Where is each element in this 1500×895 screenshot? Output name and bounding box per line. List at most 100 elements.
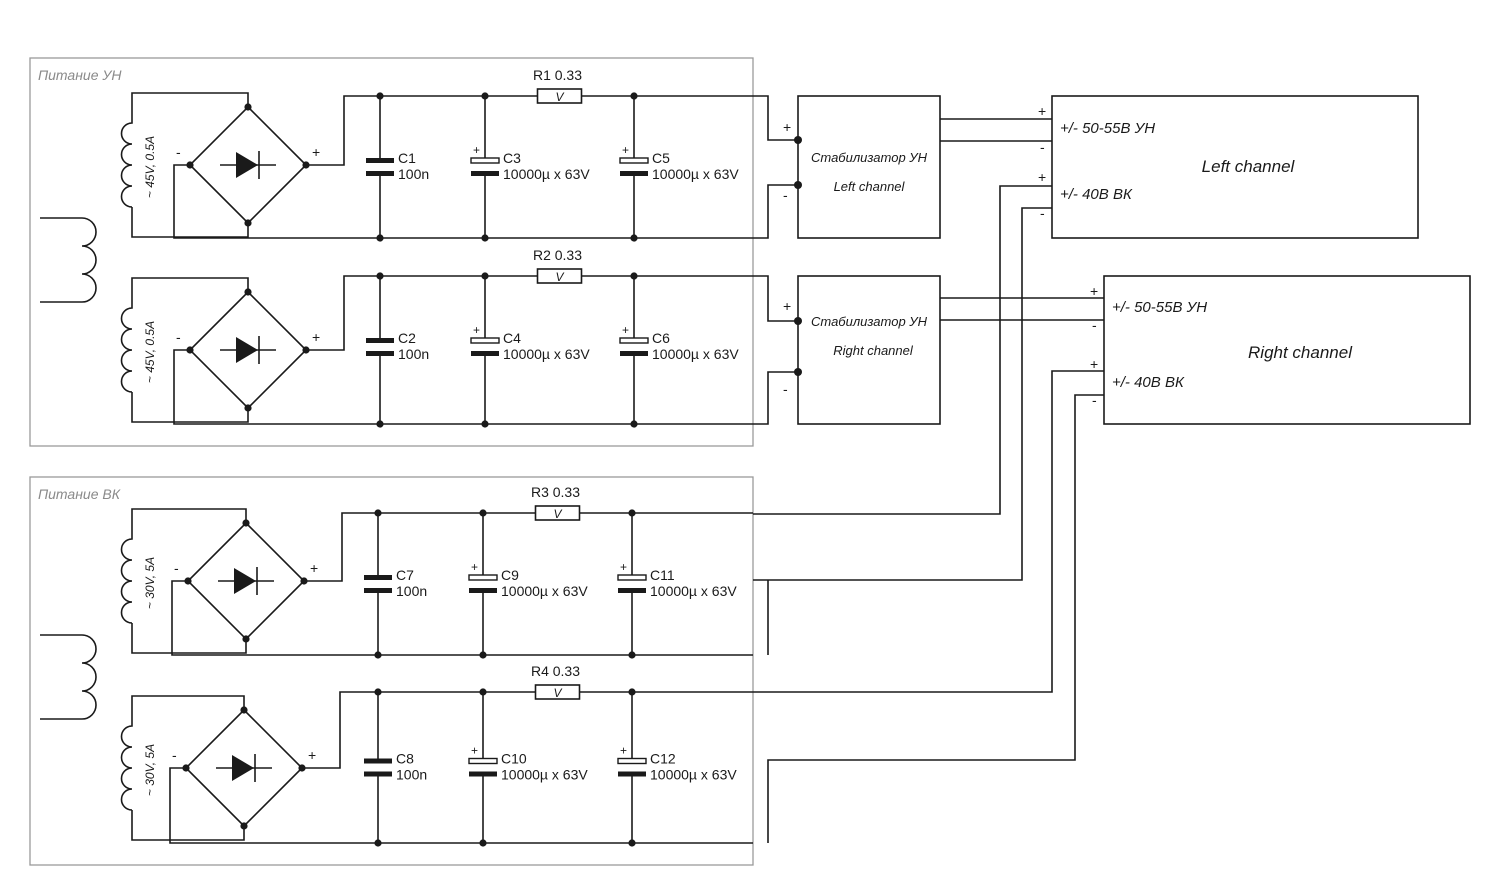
resistor [534,505,581,521]
wire-top-rail [304,512,753,582]
secondary-winding [120,708,133,811]
resistor-label: R4 0.33 [531,663,580,679]
junction-dot [244,103,252,111]
junction-dot [244,288,252,296]
junction-dot [794,317,802,325]
left-channel-block [1051,95,1419,239]
wire-stab-right-minus [753,371,798,425]
transformer-primary-un [40,217,97,303]
wire-bottom-rail [171,580,753,656]
capacitor-value: 100n [396,767,427,783]
cap-plate [366,158,394,163]
terminal-minus: - [1040,205,1045,221]
winding-rating: ~ 30V, 5A [143,744,157,796]
capacitor-name: C2 [398,330,416,346]
wire-winding-top [131,277,249,292]
wire-winding-bottom [131,810,245,841]
bridge-plus-label: + [312,144,320,160]
stabilizer-right-minus: - [783,381,788,397]
bridge-minus-label: - [176,329,181,345]
cap-plate [468,574,498,581]
resistor-symbol: V [555,90,564,104]
wire-winding-top [131,92,249,107]
cap-polarity-label: + [473,323,480,337]
wire-winding-bottom [131,207,249,238]
capacitor-name: C10 [501,751,527,767]
wire-vk-left-minus [753,207,1052,581]
resistor-label: R1 0.33 [533,67,582,83]
stabilizer-right-block [797,275,941,425]
junction-dot [240,706,248,714]
capacitor-value: 10000µ x 63V [652,166,739,182]
secondary-winding [120,105,133,208]
bridge-minus-label: - [176,144,181,160]
resistor-label: R3 0.33 [531,484,580,500]
wire-vk-right-minus [767,394,1104,843]
winding-rating: ~ 45V, 0.5A [143,136,157,198]
capacitor-value: 100n [398,346,429,362]
cap-plate [620,351,648,356]
cap-plate [617,574,647,581]
cap-plate [364,575,392,580]
junction-dot [794,181,802,189]
junction-dot [242,519,250,527]
resistor [536,268,583,284]
terminal-minus: - [1092,317,1097,333]
stabilizer-left-channel: Left channel [834,179,906,194]
cap-plate [619,337,649,344]
cap-plate [471,351,499,356]
bridge-plus-label: + [312,329,320,345]
cap-plate [617,757,647,765]
capacitor-name: C6 [652,330,670,346]
capacitor-name: C1 [398,150,416,166]
capacitor-value: 10000µ x 63V [650,767,737,783]
bridge-minus-label: - [174,560,179,576]
wire-bottom-rail [169,767,753,844]
cap-plate [469,771,497,777]
resistor [534,684,581,700]
right-channel-input-vk: +/- 40В ВК [1112,374,1185,391]
wire-winding-bottom [131,392,249,423]
cap-plate [364,758,392,764]
cap-plate [470,157,500,164]
cap-plate [470,337,500,344]
right-channel-input-un: +/- 50-55В УН [1112,299,1207,316]
resistor-symbol: V [555,270,564,284]
group-title-vk: Питание ВК [38,486,121,502]
capacitor-name: C4 [503,330,521,346]
stabilizer-left-block [797,95,941,239]
wire-winding-top [131,695,245,710]
resistor-label: R2 0.33 [533,247,582,263]
left-channel-input-un: +/- 50-55В УН [1060,120,1155,137]
capacitor-name: C11 [650,567,675,583]
capacitor-value: 100n [396,583,427,599]
junction-dot [244,219,252,227]
cap-plate [619,157,649,164]
cap-plate [618,588,646,593]
cap-polarity-label: + [620,560,627,574]
terminal-minus: - [1040,139,1045,155]
terminal-plus: + [1090,356,1098,372]
junction-dot [244,404,252,412]
capacitor-name: C8 [396,751,414,767]
junction-dot [240,822,248,830]
stabilizer-left-title: Стабилизатор УН [811,150,928,165]
terminal-plus: + [1038,169,1046,185]
resistor-symbol: V [553,686,562,700]
cap-plate [468,757,498,765]
cap-plate [364,771,392,777]
transformer-primary-vk [40,634,97,720]
junction-dot [794,368,802,376]
cap-polarity-label: + [622,323,629,337]
winding-rating: ~ 45V, 0.5A [143,321,157,383]
group-title-un: Питание УН [38,67,122,83]
stabilizer-right-plus: + [783,298,791,314]
secondary-winding [120,521,133,624]
cap-plate [469,588,497,593]
capacitor-name: C12 [650,751,676,767]
wire-stab-right-plus [753,275,798,322]
